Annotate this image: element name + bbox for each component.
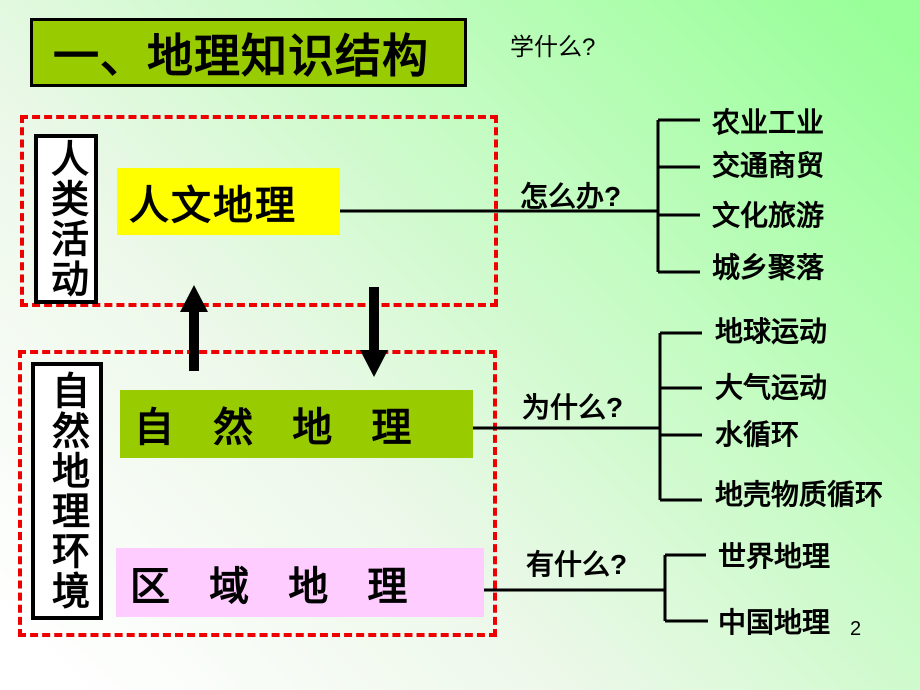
page-number: 2	[850, 618, 862, 640]
natural-geography-label: 自 然 地 理	[134, 406, 426, 450]
natural-geo-bracket	[658, 331, 702, 502]
natural-environment-label: 自然地理环境	[45, 371, 88, 611]
branch-item-world-geography: 世界地理	[718, 541, 831, 572]
question-why-label: 为什么?	[522, 392, 624, 423]
branch-item-crust-material-cycle: 地壳物质循环	[715, 479, 884, 510]
human-geography-box: 人文地理	[117, 168, 340, 235]
title-box: 一、地理知识结构	[30, 18, 467, 87]
learn-question-label: 学什么?	[510, 34, 596, 61]
branch-item-water-cycle: 水循环	[715, 419, 800, 450]
regional-geography-label: 区 域 地 理	[130, 564, 422, 609]
branch-item-atmospheric-motion: 大气运动	[715, 372, 828, 403]
branch-item-transport-commerce: 交通商贸	[712, 150, 825, 181]
human-geo-bracket	[656, 118, 700, 274]
human-activity-label: 人类活动	[44, 139, 87, 299]
natural-environment-label-box: 自然地理环境	[31, 362, 103, 620]
human-activity-label-box: 人类活动	[34, 134, 98, 304]
question-how-label: 怎么办?	[520, 181, 622, 212]
natural-geography-box: 自 然 地 理	[120, 390, 473, 458]
natural-environment-frame	[18, 350, 497, 637]
branch-item-agriculture-industry: 农业工业	[712, 107, 825, 138]
human-geography-label: 人文地理	[129, 183, 297, 228]
branch-item-culture-tourism: 文化旅游	[712, 200, 825, 231]
regional-geo-bracket	[663, 553, 708, 623]
branch-item-earth-motion: 地球运动	[715, 316, 828, 347]
branch-item-china-geography: 中国地理	[718, 607, 831, 638]
branch-item-settlements: 城乡聚落	[712, 252, 825, 283]
page-title: 一、地理知识结构	[53, 29, 429, 82]
question-what-label: 有什么?	[526, 549, 628, 580]
regional-geography-box: 区 域 地 理	[116, 548, 484, 617]
